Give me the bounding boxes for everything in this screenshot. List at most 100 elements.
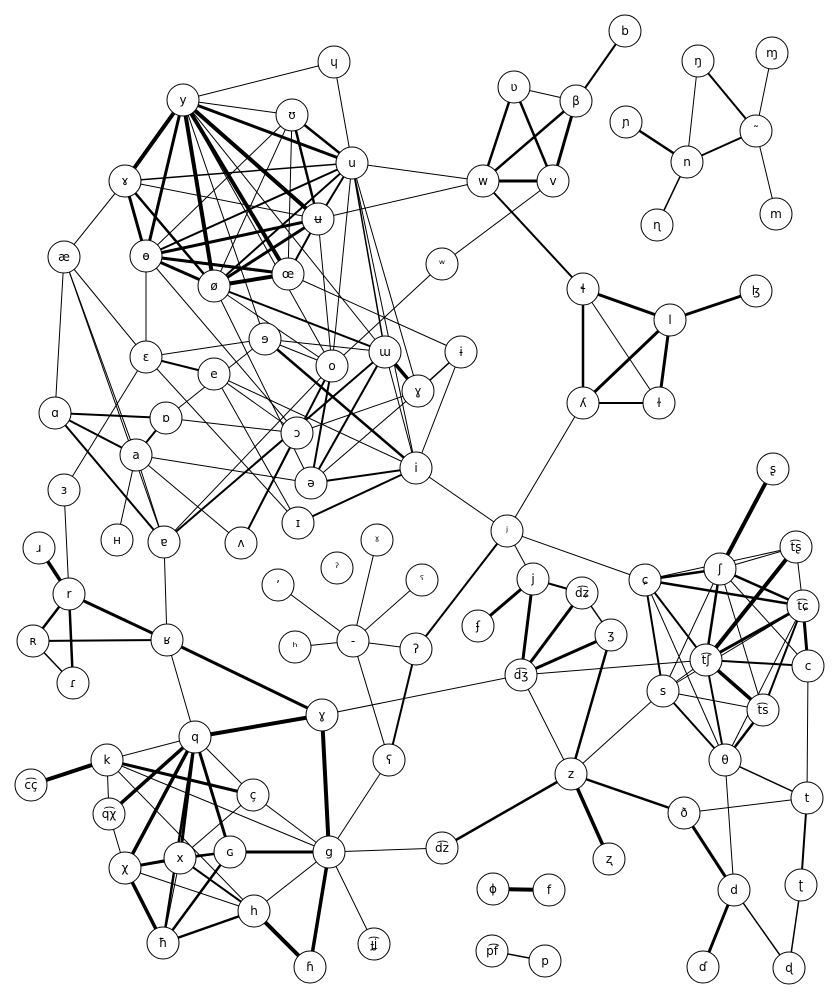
node-circle [224,526,258,560]
node-circle [399,632,433,666]
node-label: n [683,155,691,169]
node-circle [703,552,737,586]
edge-s-z [570,690,664,775]
edge-i-u2b2 [415,467,508,532]
node-label: k [104,753,111,767]
node-label: v [549,174,556,188]
node-u250: ɐ [147,525,181,559]
node-g: g [312,835,346,869]
node-circle [532,873,566,907]
edge-u28b-v [512,85,555,183]
edge-u26f-u250 [163,351,386,543]
node-label: t͡s [756,702,768,717]
node-label: q͡χ [102,806,117,821]
node-label: ʈ [799,878,804,892]
node-u257: ɗ [686,950,720,984]
edge-a-u259 [135,454,312,484]
node-q: q [178,720,212,754]
node-u259: ə [294,466,328,500]
node-label: f [547,883,552,897]
edge-u281fric-g [320,713,331,854]
edge-y-u153 [181,98,290,276]
node-u2bc: ʼ [261,568,295,602]
edge-k-h [106,759,255,912]
node-circle [609,105,643,139]
node-label: m [770,207,782,221]
node-label: ɐ [160,535,167,549]
node-label: c [805,659,812,673]
node-o: o [315,349,349,383]
node-label: ʼ [276,578,280,592]
node-u284: ʄ [461,609,495,643]
node-circle [52,577,86,611]
node-u292: ʒ [594,618,628,652]
node-dz: d͡z [425,831,459,865]
node-tu255: t͡ɕ [786,589,820,623]
node-circle [653,303,687,337]
node-label: ɢ [226,845,234,859]
edge-u255-tu283 [644,579,707,661]
edge-u28a-uf8 [213,114,293,287]
node-w: w [466,164,500,198]
node-label: t͡ʂ [789,539,801,554]
edge-u2d-u295 [352,640,390,761]
edge-u265-y [182,61,335,101]
node-circle [670,145,704,179]
node-e: e [197,357,231,391]
node-u283: ʃ [703,552,737,586]
node-u25c: ɜ [47,473,81,507]
node-uf0: ð [667,796,701,830]
node-label: ɳ [653,218,661,232]
node-circle [528,944,562,978]
edge-u259-i [310,467,417,484]
node-circle [22,531,56,565]
node-circle [197,357,231,391]
node-u279: ɹ [22,531,56,565]
node-u288u282: t͡ʂ [779,530,813,564]
node-circle [559,84,593,118]
edge-w-u289 [317,180,484,220]
node-u29c: ʜ [100,523,134,557]
node-label: ɾ [70,676,76,690]
node-label: ɥ [330,55,338,69]
edge-tu283-c [705,659,809,667]
edge-u14b-n [686,60,699,163]
node-b: b [608,14,642,48]
node-r: r [52,577,86,611]
node-n: n [670,145,704,179]
edge-k-ue7 [105,758,255,797]
node-ue7: ç [236,778,270,812]
node-u28e: ʎ [566,386,600,420]
node-u290: ʐ [592,842,626,876]
edge-u263-u254 [296,390,419,434]
node-label: r [67,587,72,601]
node-label: ʒ [608,628,615,642]
node-u281fric: ɣ [305,698,339,732]
node-circle [689,643,723,677]
node-circle [166,83,200,117]
node-a: a [119,438,153,472]
node-circle [466,164,500,198]
edge-u2e0-u2d [352,539,378,642]
edge-u264-u289 [124,180,319,220]
node-label: t͡ɕ [796,598,809,613]
node-u254: ɔ [280,416,314,450]
node-circle [90,743,124,777]
node-u2b0: ʰ [278,630,312,664]
node-u271: ɱ [755,36,789,70]
node-label: ɫ [657,396,662,410]
node-label: ɟ͡ʝ [368,936,380,951]
node-u2b7: ʷ [425,247,459,281]
edge-u2b2-u255 [506,530,646,581]
node-circle [681,44,715,78]
node-circle [236,778,270,812]
edge-y-uf8 [181,98,216,288]
node-circle [301,202,335,236]
node-circle [566,272,600,306]
node-u127: ħ [146,926,180,960]
node-label: θ [721,753,728,767]
edge-g-u266 [308,850,331,969]
edge-q-u262 [193,735,232,854]
edge-u251-u252 [54,412,167,419]
